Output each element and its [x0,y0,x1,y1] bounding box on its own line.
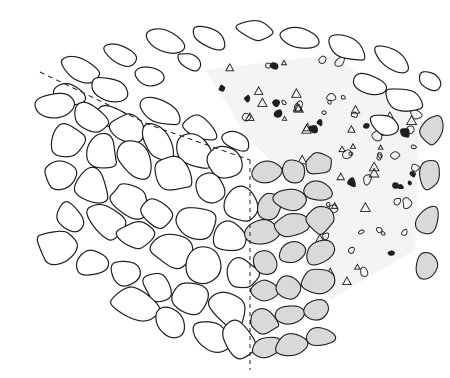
top-stone [375,46,409,73]
front-stone [176,208,216,240]
side-stone [253,251,277,275]
top-stone [178,54,201,71]
front-stone [35,93,74,118]
front-stone [213,221,246,251]
front-stone [223,320,256,359]
side-stone [415,206,438,234]
top-stone [135,67,164,86]
top-stone [92,78,128,102]
front-stone [77,250,109,275]
front-stone [45,161,77,190]
aggregate-chip [273,100,280,107]
front-stone [57,202,84,232]
aggregate-chip [388,251,394,255]
top-stone [419,72,440,91]
side-stone [306,328,335,346]
side-stone [304,300,329,321]
side-stone [301,269,335,294]
side-stone [274,214,309,237]
front-stone [224,186,258,221]
front-stone [74,167,107,203]
top-stone [329,35,365,60]
side-stone [279,242,305,263]
side-stone [276,334,308,356]
front-stone [37,231,77,264]
top-stone [104,44,137,66]
front-stone [51,124,85,157]
aggregate-chip [408,181,411,185]
top-stone [146,29,184,53]
front-stone [111,261,140,286]
top-stone [140,97,180,124]
aggregate-chip [393,183,399,189]
side-stone [252,161,282,183]
top-stone [193,26,224,50]
front-stone [186,247,221,284]
side-stone [420,160,440,189]
side-stone [416,253,438,280]
side-stone [282,160,304,183]
top-stone [236,21,273,41]
front-stone [87,133,117,168]
side-stone [276,276,301,299]
aggregate-chip [363,123,369,128]
front-stone [156,307,185,338]
side-stone [251,280,279,301]
side-stone [251,309,279,334]
top-stone [280,27,319,48]
front-stone [172,283,209,315]
side-stone [420,116,443,145]
side-stone [275,306,304,324]
